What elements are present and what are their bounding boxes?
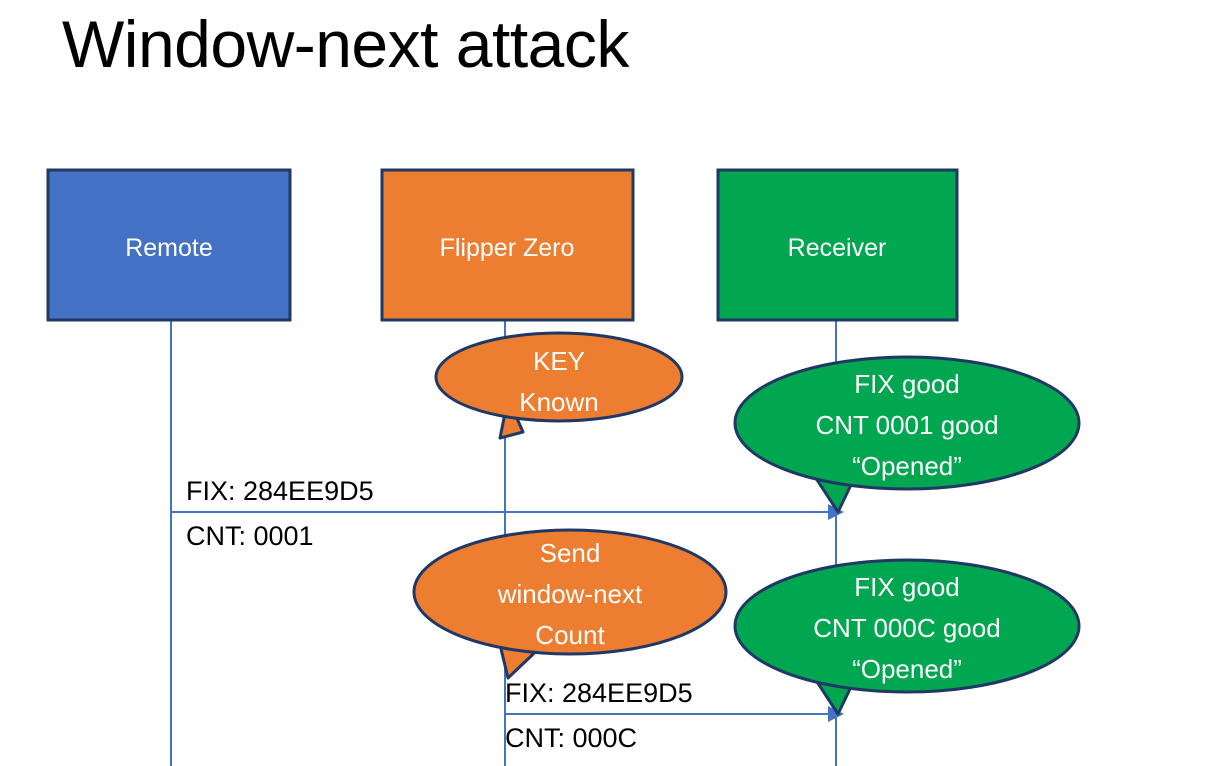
actor-box-rect	[716, 168, 959, 322]
message-remote-to-receiver: FIX: 284EE9D5 CNT: 0001	[171, 476, 844, 551]
message-fix-label: FIX: 284EE9D5	[505, 678, 693, 708]
actor-label: Receiver	[788, 234, 887, 262]
actor-box-rect	[46, 168, 292, 322]
callout-line: Known	[519, 387, 599, 417]
message-flipper-to-receiver: FIX: 284EE9D5 CNT: 000C	[505, 678, 844, 753]
actor-box-remote[interactable]: Remote	[46, 168, 292, 322]
actor-box-receiver[interactable]: Receiver	[716, 168, 959, 322]
arrowhead-icon	[828, 504, 844, 520]
callout-line: Send	[540, 538, 601, 568]
actor-label: Remote	[125, 234, 213, 262]
callout-receiver-ok-0001[interactable]: FIX good CNT 0001 good “Opened”	[733, 355, 1081, 514]
actor-label: Flipper Zero	[440, 234, 575, 262]
callout-body	[434, 331, 684, 423]
callout-line: FIX good	[854, 369, 960, 399]
callout-line: window-next	[497, 579, 643, 609]
callout-body	[733, 558, 1081, 694]
actor-box-flipper[interactable]: Flipper Zero	[380, 168, 635, 322]
callout-line: CNT 0001 good	[815, 410, 998, 440]
callout-receiver-ok-000C[interactable]: FIX good CNT 000C good “Opened”	[733, 558, 1081, 716]
arrowhead-icon	[828, 706, 844, 722]
callout-line: Count	[535, 620, 605, 650]
message-cnt-label: CNT: 0001	[186, 521, 314, 551]
message-cnt-label: CNT: 000C	[505, 723, 637, 753]
callout-body	[733, 355, 1081, 491]
callout-line: KEY	[533, 346, 585, 376]
message-fix-label: FIX: 284EE9D5	[186, 476, 374, 506]
callout-key-known[interactable]: KEY Known	[434, 331, 684, 440]
actor-box-rect	[380, 168, 635, 322]
callout-line: FIX good	[854, 572, 960, 602]
page-title: Window-next attack	[62, 7, 629, 81]
callout-line: “Opened”	[852, 451, 962, 481]
callout-line: “Opened”	[852, 654, 962, 684]
callout-body	[412, 528, 728, 656]
callout-send-window-next[interactable]: Send window-next Count	[412, 528, 728, 680]
callout-line: CNT 000C good	[813, 613, 1000, 643]
